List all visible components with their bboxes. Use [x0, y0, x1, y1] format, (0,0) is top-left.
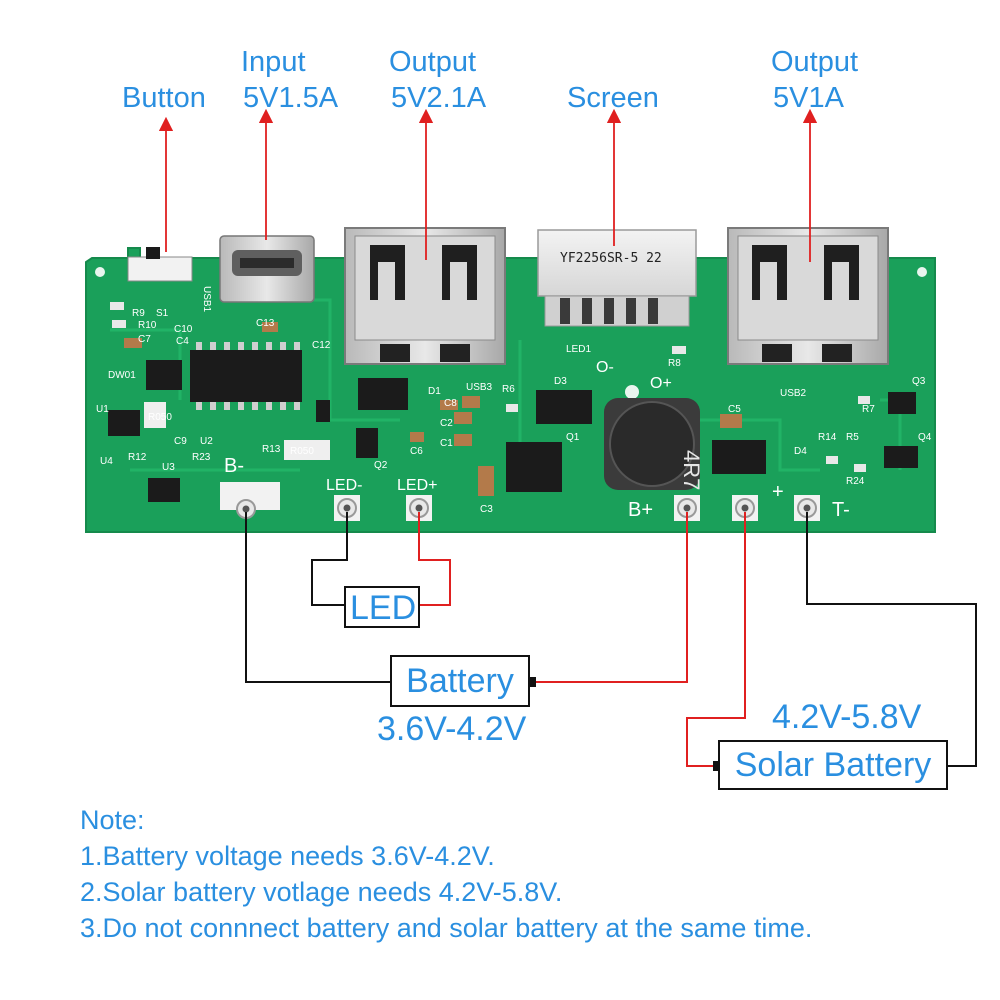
svg-text:U1: U1	[96, 404, 109, 415]
svg-text:R12: R12	[128, 452, 147, 463]
note-title: Note:	[80, 805, 145, 835]
svg-text:C8: C8	[444, 398, 457, 409]
svg-text:Q3: Q3	[912, 376, 926, 387]
smd-components	[108, 302, 918, 502]
pad-label-led-minus: LED-	[326, 477, 362, 494]
solder-pads	[220, 482, 820, 521]
wire-led-minus	[311, 512, 348, 606]
svg-text:O-: O-	[596, 359, 614, 376]
svg-text:C9: C9	[174, 436, 187, 447]
svg-text:Q1: Q1	[566, 432, 580, 443]
led-box: LED	[344, 586, 420, 628]
screen-part-number: YF2256SR-5 22	[560, 251, 662, 266]
svg-text:Q4: Q4	[918, 432, 932, 443]
wire-b-minus	[245, 512, 392, 683]
pad-label-t-plus: +	[772, 481, 784, 503]
svg-text:R8: R8	[668, 358, 681, 369]
svg-text:USB1: USB1	[201, 286, 212, 313]
svg-text:C12: C12	[312, 340, 331, 351]
screen-display	[537, 229, 697, 327]
board-silkscreen: R9 S1 R10 C10 C4 C7 C13 C12 DW01 U1 R050…	[96, 286, 932, 515]
main-ic-chip	[190, 342, 302, 410]
pointer-arrows	[158, 108, 818, 262]
note-item-3: 3.Do not connnect battery and solar batt…	[80, 913, 813, 943]
tactile-button	[127, 247, 193, 282]
svg-text:R9: R9	[132, 308, 145, 319]
svg-text:U4: U4	[100, 456, 113, 467]
svg-text:C4: C4	[176, 336, 189, 347]
svg-text:C5: C5	[728, 404, 741, 415]
label-output2-rating: 5V1A	[773, 82, 844, 114]
svg-text:S1: S1	[156, 308, 169, 319]
svg-text:C10: C10	[174, 324, 193, 335]
svg-text:R050: R050	[290, 446, 314, 457]
note-item-1: 1.Battery voltage needs 3.6V-4.2V.	[80, 841, 495, 871]
note-item-2: 2.Solar battery votlage needs 4.2V-5.8V.	[80, 877, 563, 907]
solar-battery-box: Solar Battery	[718, 740, 948, 790]
label-input-rating: 5V1.5A	[243, 82, 339, 114]
pad-label-led-plus: LED+	[397, 477, 437, 494]
svg-text:Q2: Q2	[374, 460, 388, 471]
svg-text:D3: D3	[554, 376, 567, 387]
label-output1-rating: 5V2.1A	[391, 82, 487, 114]
svg-text:C3: C3	[480, 504, 493, 515]
pad-label-b-plus: B+	[628, 499, 653, 521]
svg-text:R13: R13	[262, 444, 281, 455]
svg-text:USB3: USB3	[466, 382, 493, 393]
label-button: Button	[122, 82, 206, 114]
pad-label-t-minus: T-	[832, 499, 850, 521]
svg-text:C1: C1	[440, 438, 453, 449]
usb-a-output-2	[727, 227, 889, 365]
solar-voltage: 4.2V-5.8V	[772, 698, 922, 736]
svg-text:U3: U3	[162, 462, 175, 473]
svg-text:LED1: LED1	[566, 344, 591, 355]
wire-led-plus	[418, 512, 451, 606]
wires	[245, 512, 977, 767]
solar-terminal	[713, 761, 721, 771]
svg-text:R24: R24	[846, 476, 865, 487]
svg-text:R6: R6	[502, 384, 515, 395]
wire-b-plus	[534, 512, 688, 683]
svg-text:R5: R5	[846, 432, 859, 443]
battery-voltage: 3.6V-4.2V	[377, 710, 527, 748]
inductor	[604, 398, 700, 490]
svg-text:DW01: DW01	[108, 370, 136, 381]
svg-text:C13: C13	[256, 318, 275, 329]
pad-label-b-minus: B-	[224, 455, 244, 477]
svg-text:R7: R7	[862, 404, 875, 415]
battery-box: Battery	[390, 655, 530, 707]
svg-text:R14: R14	[818, 432, 837, 443]
svg-text:O+: O+	[650, 375, 672, 392]
label-output1-title: Output	[389, 46, 477, 78]
svg-text:USB2: USB2	[780, 388, 807, 399]
wire-t-plus	[686, 512, 746, 767]
micro-usb-input	[219, 235, 315, 303]
svg-text:U2: U2	[200, 436, 213, 447]
svg-text:R23: R23	[192, 452, 211, 463]
wire-t-minus	[806, 512, 977, 767]
battery-terminal	[528, 677, 536, 687]
svg-text:R050: R050	[148, 412, 172, 423]
label-output2-title: Output	[771, 46, 859, 78]
label-input-title: Input	[241, 46, 306, 78]
svg-text:D4: D4	[794, 446, 807, 457]
usb-a-output-1	[344, 227, 506, 365]
inductor-value: 4R7	[679, 450, 704, 490]
label-screen: Screen	[567, 82, 659, 114]
svg-text:D1: D1	[428, 386, 441, 397]
svg-text:C7: C7	[138, 334, 151, 345]
svg-text:C2: C2	[440, 418, 453, 429]
svg-text:R10: R10	[138, 320, 157, 331]
svg-text:C6: C6	[410, 446, 423, 457]
